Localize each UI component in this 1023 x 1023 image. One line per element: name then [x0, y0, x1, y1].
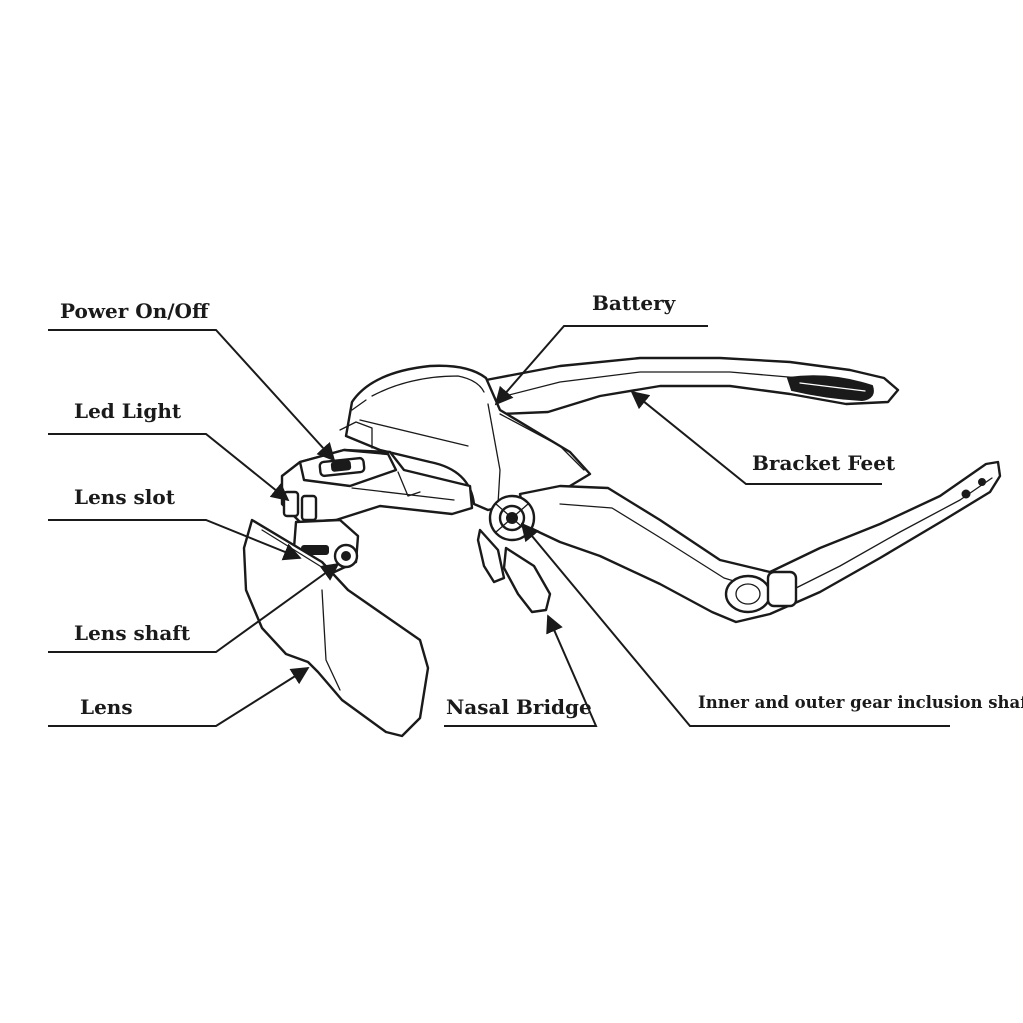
- battery-housing: [344, 364, 592, 512]
- label-bracket-feet: Bracket Feet: [752, 451, 896, 475]
- label-led-light: Led Light: [74, 399, 182, 423]
- label-power: Power On/Off: [60, 299, 210, 323]
- label-lens-slot: Lens slot: [74, 485, 176, 509]
- leader-gear-shaft: [520, 522, 950, 727]
- leader-lens-slot: [48, 519, 302, 561]
- far-temple-arm: [484, 356, 900, 416]
- leader-led: [48, 433, 290, 502]
- device-illustration: [242, 356, 1002, 738]
- leader-nasal-bridge: [444, 614, 598, 727]
- magnifier-lens: [242, 518, 430, 738]
- leader-lens: [48, 667, 310, 727]
- leader-bracket-feet: [630, 390, 882, 485]
- label-gear-shaft: Inner and outer gear inclusion shaft: [698, 693, 1023, 712]
- label-lens: Lens: [80, 695, 133, 719]
- leader-battery: [494, 325, 708, 406]
- label-nasal-bridge: Nasal Bridge: [446, 695, 592, 719]
- nasal-bridge-pad: [476, 528, 552, 614]
- gear-shaft-knob: [488, 494, 536, 542]
- label-lens-shaft: Lens shaft: [74, 621, 191, 645]
- callout-labels: Power On/Off Led Light Lens slot Lens sh…: [60, 291, 1023, 719]
- label-battery: Battery: [592, 291, 677, 315]
- leader-power: [48, 329, 336, 462]
- leader-lines: [48, 325, 950, 727]
- leader-lens-shaft: [48, 562, 340, 653]
- near-temple-arm: [518, 460, 1002, 624]
